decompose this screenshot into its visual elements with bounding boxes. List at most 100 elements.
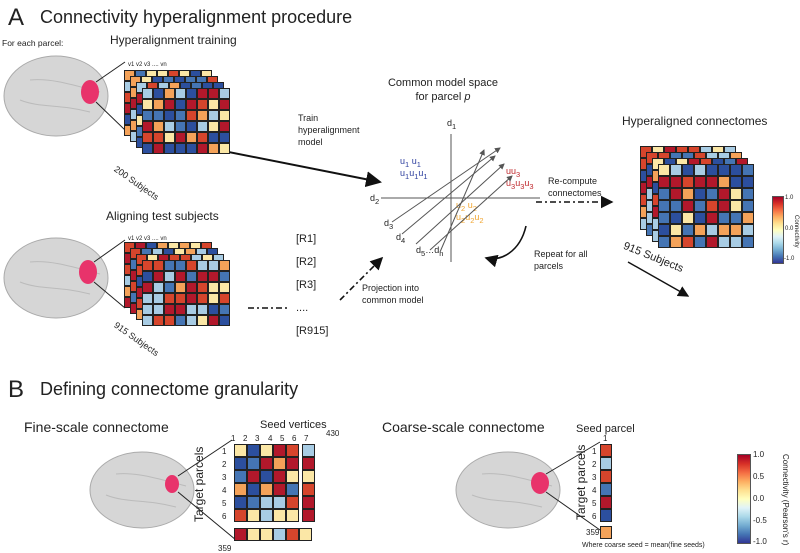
colorbar-tick: -0.5 [753,516,767,525]
projection-label-2: common model [362,295,424,305]
row-number: 2 [222,460,227,469]
matrix-cell [175,99,186,110]
matrix-cell [175,304,186,315]
for-each-parcel-label: For each parcel: [2,38,64,48]
matrix-cell [718,164,730,176]
matrix-cell [153,143,164,154]
matrix-cell [219,99,230,110]
fine-matrix [234,444,320,522]
matrix-cell [208,304,219,315]
matrix-cell [718,200,730,212]
fine-matrix-last-row [234,528,320,542]
matrix-cell [186,315,197,326]
panel-a-letter: A [8,4,25,31]
matrix-cell [197,260,208,271]
small-colorbar-mid: 0.0 [785,226,794,232]
col-number: 4 [268,434,273,443]
projection-arrow [339,256,384,301]
matrix-cell [706,224,718,236]
row-number: 5 [592,499,597,508]
matrix-cell [658,212,670,224]
train-arrow-label: Train hyperalignment model [298,112,360,148]
colorbar-tick: -1.0 [753,537,767,546]
row-number: 4 [592,486,597,495]
matrix-cell [600,457,612,470]
matrix-cell [273,496,286,509]
matrix-cell [208,121,219,132]
matrix-cell [164,282,175,293]
row-number: 5 [222,499,227,508]
matrix-cell [302,470,315,483]
train-label-1: Train [298,113,319,123]
panel-a-title: Connectivity hyperalignment procedure [40,7,353,27]
matrix-cell [742,200,754,212]
matrix-cell [197,132,208,143]
matrix-cell [124,70,135,81]
rotation-item: .... [296,302,309,314]
matrix-cell [142,132,153,143]
brain-test [3,237,126,319]
brain-train [3,55,126,137]
matrix-cell [186,282,197,293]
col-number: 2 [243,434,248,443]
matrix-cell [197,143,208,154]
repeat-label: Repeat for all parcels [534,248,588,272]
matrix-cell [694,200,706,212]
matrix-cell [694,224,706,236]
training-matrix-stack [124,70,252,164]
matrix-cell [706,188,718,200]
matrix-cell [142,271,153,282]
repeat-label-1: Repeat for all [534,249,588,259]
train-label-2: hyperalignment [298,125,360,135]
matrix-cell [286,496,299,509]
matrix-cell [273,444,286,457]
matrix-cell [197,110,208,121]
fine-scale-title: Fine-scale connectome [24,419,169,435]
matrix-cell [164,99,175,110]
matrix-cell [124,242,135,253]
matrix-cell [730,188,742,200]
matrix-cell [142,88,153,99]
matrix-cell [234,528,247,541]
common-model-axes [381,134,540,262]
matrix-cell [286,528,299,541]
matrix-cell [260,496,273,509]
axis-label-d5-dn: d5…dn [416,245,444,258]
matrix-cell [247,496,260,509]
row-number: 6 [222,512,227,521]
matrix-cell [260,483,273,496]
matrix-cell [706,200,718,212]
matrix-cell [730,236,742,248]
matrix-cell [136,82,147,93]
matrix-cell [153,315,164,326]
matrix-cell [286,444,299,457]
coarse-matrix [600,444,612,522]
matrix-cell [706,164,718,176]
matrix-cell [302,483,315,496]
matrix-cell [153,260,164,271]
row-number: 1 [592,447,597,456]
matrix-cell [718,224,730,236]
matrix-cell [273,528,286,541]
matrix-cell [302,496,315,509]
matrix-cell [175,282,186,293]
matrix-cell [742,188,754,200]
matrix-cell [670,212,682,224]
matrix-cell [142,304,153,315]
matrix-cell [694,212,706,224]
matrix-cell [219,315,230,326]
matrix-cell [164,143,175,154]
common-model-title-line2: for parcel [415,91,465,103]
matrix-cell [186,132,197,143]
row-number: 6 [592,512,597,521]
matrix-cell [247,528,260,541]
matrix-cell [730,164,742,176]
matrix-cell [247,509,260,522]
matrix-cell [682,188,694,200]
matrix-cell [197,304,208,315]
matrix-cell [670,176,682,188]
test-title: Aligning test subjects [106,209,219,223]
matrix-cell [130,76,141,87]
matrix-cell [718,176,730,188]
